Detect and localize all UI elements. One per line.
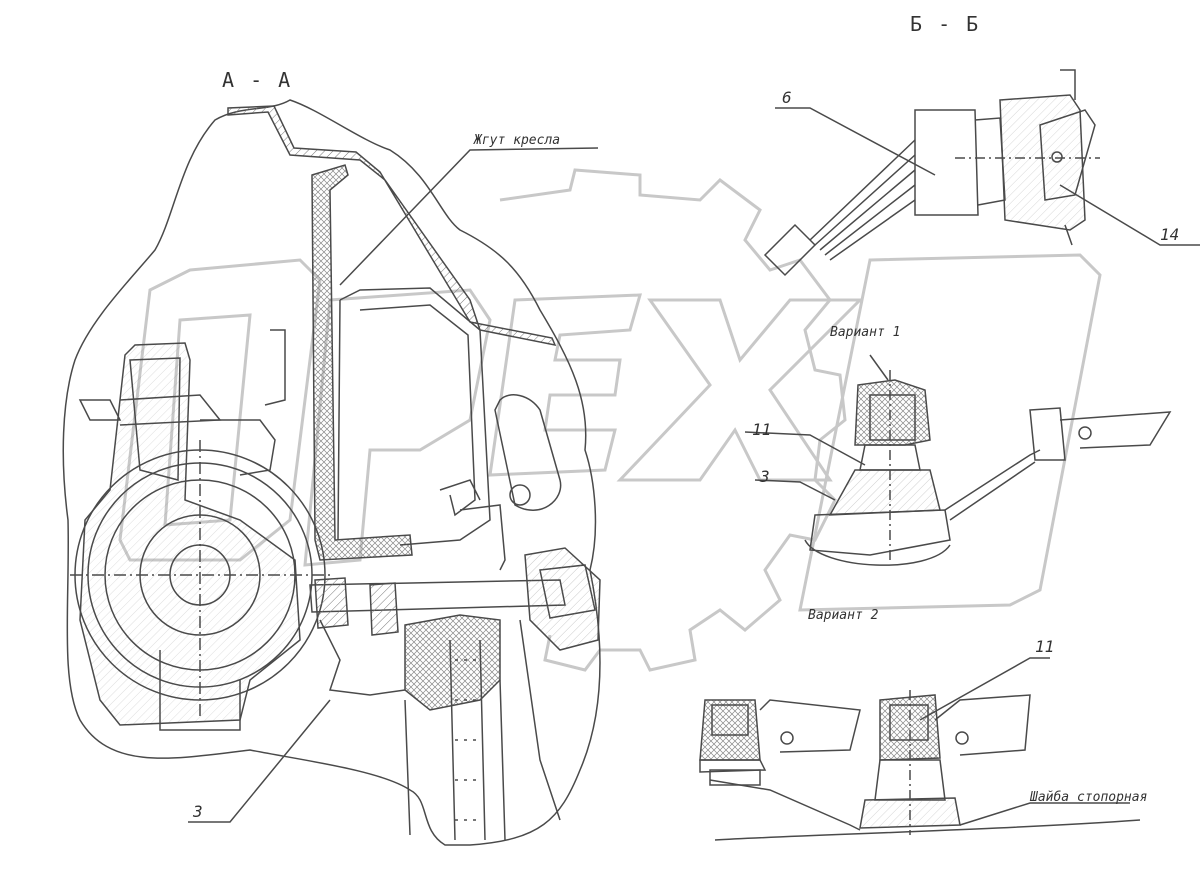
callout-11-variant1: 11	[752, 420, 772, 439]
body-panel	[227, 105, 557, 347]
lower-pillar	[404, 639, 506, 841]
variant2-right-knob	[879, 694, 941, 761]
section-bb-drawing	[763, 69, 1200, 277]
vertical-bracket	[311, 164, 413, 561]
callout-3-v1-leader	[754, 479, 836, 501]
wire-harness-label: Жгут кресла	[474, 133, 561, 148]
variant1-lever	[944, 449, 1041, 521]
callout-6: 6	[782, 88, 792, 107]
variant2-label: Вариант 2	[808, 608, 879, 623]
pivot-link	[494, 394, 562, 511]
callout-11-v1-leader	[744, 431, 866, 466]
watermark-logo	[118, 168, 1102, 672]
section-label-aa: А - А	[222, 68, 293, 92]
lock-washer-label: Шайба стопорная	[1030, 790, 1148, 805]
callout-11-variant2: 11	[1035, 637, 1055, 656]
rubber-bushing	[404, 614, 501, 711]
callout-3-variant1: 3	[760, 467, 770, 486]
callout-3-leader	[188, 699, 331, 823]
variant1-drawing	[744, 354, 1172, 566]
break-outline	[62, 99, 601, 846]
wire-harness-leader	[339, 147, 599, 286]
callout-14-leader	[1059, 184, 1200, 246]
callout-3-main: 3	[193, 802, 203, 821]
headlamp-lens	[70, 440, 330, 720]
connector-plug	[763, 223, 817, 277]
callout-11-v2-leader	[919, 657, 1050, 721]
variant1-label: Вариант 1	[830, 325, 901, 340]
callout-14: 14	[1160, 225, 1180, 244]
switch-wires	[809, 139, 916, 261]
callout-6-leader	[775, 107, 936, 176]
inner-frame	[337, 287, 491, 546]
variant2-left-knob	[699, 699, 761, 761]
section-label-bb: Б - Б	[910, 12, 981, 36]
headlamp-housing	[79, 342, 301, 726]
variant2-drawing	[699, 657, 1141, 841]
variant1-knob	[854, 379, 931, 446]
section-aa-drawing	[62, 99, 601, 846]
lock-washer-leader	[959, 802, 1130, 826]
switch-body	[914, 109, 979, 216]
